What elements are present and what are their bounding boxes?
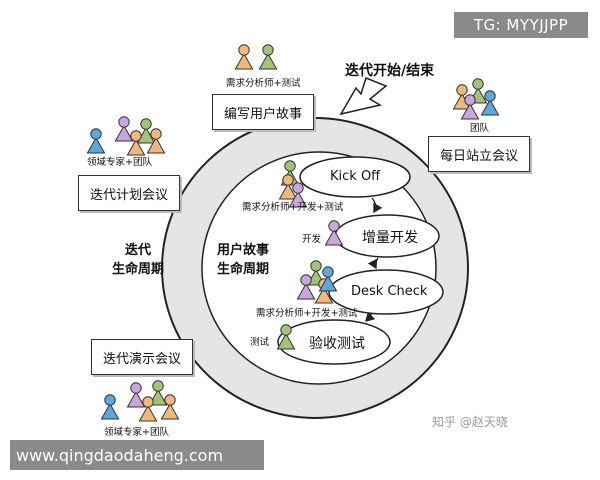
person-icon-1-2 [460,94,480,120]
person-icon-0-0 [234,44,254,70]
people-label-demo: 领域专家+团队 [104,427,169,438]
people-label-write-story: 需求分析师+测试 [226,78,301,89]
watermark-tg: TG: MYYJJPP [454,12,588,38]
watermark-credit: 知乎 @赵天晓 [432,415,508,429]
step-kickoff-label: Kick Off [330,169,381,184]
person-icon-2-2 [136,118,156,144]
person-icon-0-1 [258,44,278,70]
people-label-standup: 团队 [470,123,490,134]
step-acceptance-label: 验收测试 [309,336,365,352]
person-icon-3-1 [278,174,298,200]
iteration-lifecycle-title: 迭代 生命周期 [112,243,165,277]
flow-arrow-3 [365,311,376,322]
stage-write-story: 编写用户故事 [212,94,314,130]
person-icon-3-2 [288,182,308,208]
person-icon-1-0 [452,84,472,110]
person-icon-7-1 [126,382,146,408]
flow-arrow-2 [367,257,379,270]
people-label-acceptance: 测试 [250,337,270,348]
stage-daily-standup: 每日站立会议 [428,136,530,172]
person-icon-7-3 [138,396,158,422]
stage-iteration-demo: 迭代演示会议 [91,339,193,375]
people-label-develop: 开发 [302,234,322,245]
step-acceptance-ellipse [277,319,391,365]
person-icon-6-0 [276,324,296,350]
people-label-deskcheck: 需求分析师+开发+测试 [256,308,358,319]
person-icon-7-0 [100,394,120,420]
step-deskcheck-label: Desk Check [351,284,428,299]
person-icon-7-2 [148,380,168,406]
person-icon-7-4 [160,394,180,420]
person-icon-1-3 [480,90,500,116]
person-icon-2-1 [114,116,134,142]
person-icon-4-0 [324,220,344,246]
flow-arrow-1 [371,197,383,214]
person-icon-2-0 [86,128,106,154]
stage-iteration-planning: 迭代计划会议 [78,175,180,211]
person-icon-5-1 [296,274,316,300]
people-label-kickoff: 需求分析师+开发+测试 [242,202,344,213]
watermark-url: www.qingdaodaheng.com [10,440,264,470]
start-arrow [339,77,388,116]
people-label-planning: 领域专家+团队 [87,157,152,168]
story-lifecycle-title: 用户故事 生命周期 [217,243,270,277]
person-icon-5-3 [318,266,338,292]
start-end-label: 迭代开始/结束 [345,63,435,79]
person-icon-2-3 [126,130,146,156]
person-icon-2-4 [146,128,166,154]
step-deskcheck-ellipse [328,269,444,315]
step-kickoff-ellipse [299,156,411,198]
step-develop-label: 增量开发 [362,230,418,246]
